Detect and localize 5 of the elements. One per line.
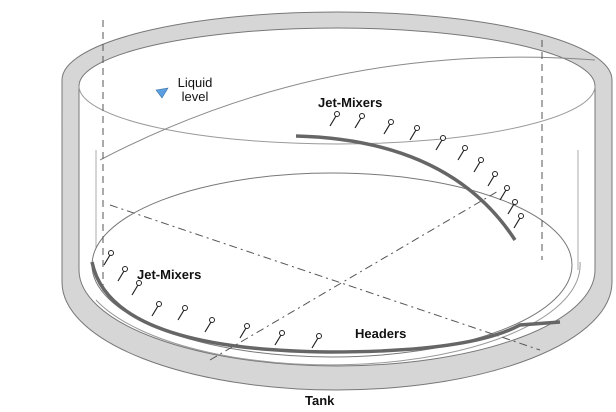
- part-label: Jet-Mixers: [318, 96, 382, 110]
- part-label: Headers: [355, 327, 406, 341]
- level-label: Liquid level: [176, 76, 214, 104]
- part-label: Tank: [305, 394, 334, 408]
- part-label: Jet-Mixers: [137, 268, 202, 282]
